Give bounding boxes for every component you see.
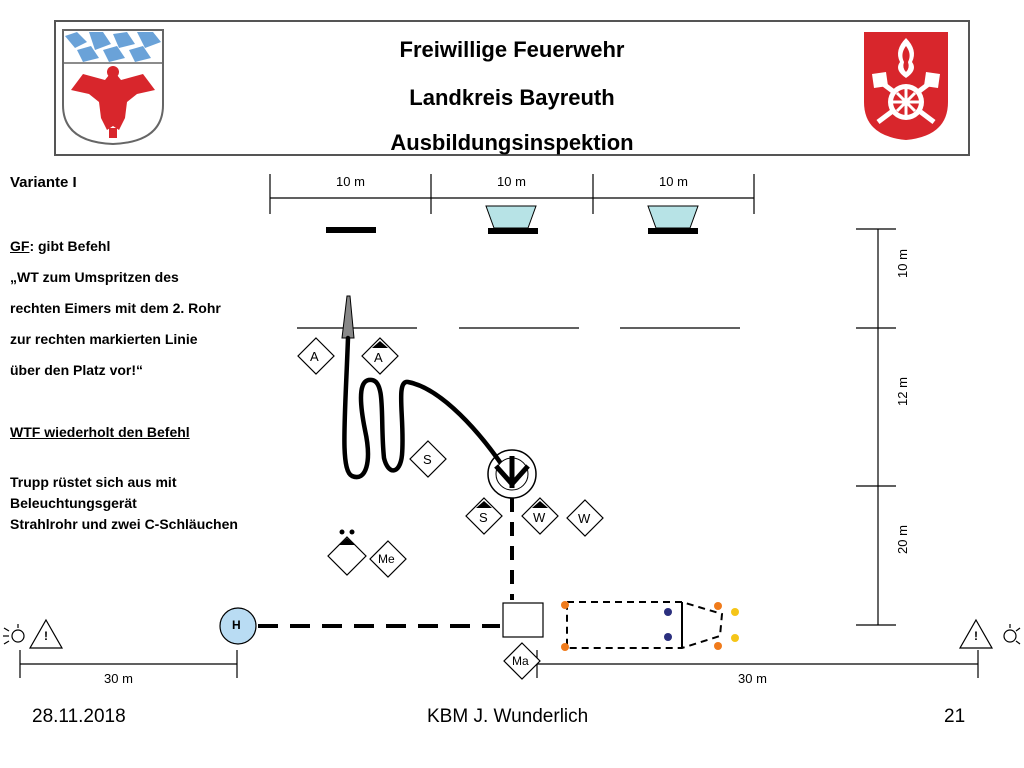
header-title-line1: Freiwillige Feuerwehr — [399, 37, 625, 62]
symbol-w2-label: W — [578, 511, 591, 526]
warning-light-left — [3, 618, 64, 649]
dim-bottom-left: 30 m — [104, 671, 133, 686]
distributor-icon — [487, 449, 537, 499]
footer-date: 28.11.2018 — [32, 706, 126, 727]
dim-right-3: 20 m — [894, 525, 910, 554]
header-title-line3: Ausbildungsinspektion — [390, 130, 634, 155]
diamond-w2 — [566, 499, 604, 537]
vehicle — [561, 601, 739, 651]
diamond-s1 — [409, 440, 447, 478]
gf-rest: : gibt Befehl — [29, 238, 111, 254]
warning-light-right — [958, 618, 1021, 649]
variant-label: Variante I — [10, 174, 77, 191]
dim-top-1: 10 m — [336, 174, 365, 189]
symbol-a2-label: A — [374, 350, 383, 365]
dim-bottom-right: 30 m — [738, 671, 767, 686]
hose-line — [342, 335, 515, 483]
diamond-w1 — [521, 497, 559, 535]
pump-box — [502, 602, 544, 638]
trupp-line1: Trupp rüstet sich aus mit — [10, 474, 177, 490]
gf-abbr: GF — [10, 238, 30, 254]
warning-left-label: ! — [44, 629, 48, 643]
dim-right-1: 10 m — [894, 249, 910, 278]
header-title-line2: Landkreis Bayreuth — [409, 85, 615, 110]
trupp-line3: Strahlrohr und zwei C-Schläuchen — [10, 516, 238, 532]
diamond-leader — [327, 536, 367, 576]
quote-line2: rechten Eimers mit dem 2. Rohr — [10, 300, 221, 316]
hydrant-label: H — [232, 618, 241, 632]
dim-right-2: 12 m — [894, 377, 910, 406]
diamond-a1 — [297, 337, 335, 375]
quote-line1: „WT zum Umspritzen des — [10, 269, 179, 285]
quote-line3: zur rechten markierten Linie — [10, 331, 198, 347]
symbol-s2-label: S — [479, 510, 488, 525]
symbol-a1-label: A — [310, 349, 319, 364]
symbol-s1-label: S — [423, 452, 432, 467]
quote-line4: über den Platz vor!“ — [10, 362, 144, 378]
header-box — [54, 20, 970, 156]
diamond-ma — [503, 642, 541, 680]
diamond-s2 — [465, 497, 503, 535]
bucket-right — [647, 205, 699, 234]
hydrant-icon — [219, 607, 257, 645]
dim-top-2: 10 m — [497, 174, 526, 189]
wtf-instruction: WTF wiederholt den Befehl — [10, 424, 190, 440]
diamond-me — [369, 540, 407, 578]
symbol-w1-label: W — [533, 510, 546, 525]
target-bar-left — [326, 227, 376, 233]
gf-instruction: GF: gibt Befehl — [10, 238, 110, 254]
trupp-line2: Beleuchtungsgerät — [10, 495, 137, 511]
dim-top-3: 10 m — [659, 174, 688, 189]
nozzle-icon — [341, 295, 355, 339]
diamond-a2 — [361, 337, 399, 375]
symbol-ma-label: Ma — [512, 654, 529, 668]
footer-author: KBM J. Wunderlich — [427, 706, 589, 727]
symbol-me-label: Me — [378, 552, 395, 566]
warning-right-label: ! — [974, 629, 978, 643]
bucket-middle — [485, 205, 538, 234]
footer-page-number: 21 — [944, 706, 966, 727]
